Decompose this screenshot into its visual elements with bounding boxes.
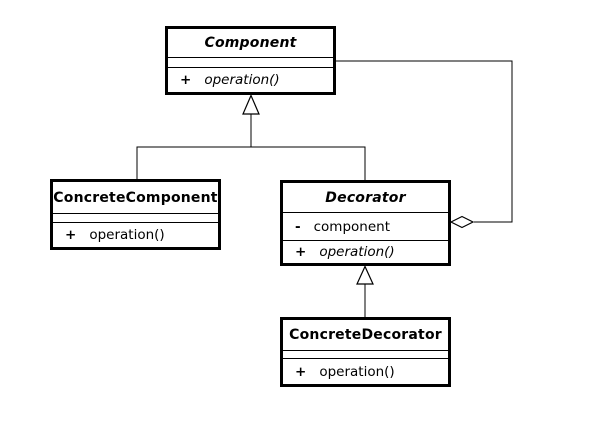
method-row: + operation() [53,222,218,247]
class-name: ConcreteComponent [53,189,218,206]
class-name: Component [204,35,297,51]
class-box-component: Component + operation() [165,26,336,95]
aggregation-diamond-icon [449,215,475,229]
visibility-marker: + [295,244,307,260]
attributes-row-empty [168,57,333,67]
method-row: + operation() [283,358,448,384]
visibility-marker: + [65,227,77,243]
visibility-marker: - [295,218,301,235]
method-label: operation() [204,72,280,88]
method-label: operation() [319,244,395,260]
method-row: + operation() [168,67,333,92]
class-name: ConcreteDecorator [289,327,442,343]
class-box-concrete-decorator: ConcreteDecorator + operation() [280,317,451,387]
attribute-row: - component [283,212,448,240]
visibility-marker: + [180,72,192,88]
attributes-row-empty [53,213,218,222]
class-box-concrete-component: ConcreteComponent + operation() [50,179,221,250]
inheritance-split-line [136,146,366,180]
method-row: + operation() [283,240,448,263]
generalization-arrow-icon-decorator [356,265,374,285]
method-label: operation() [89,227,165,243]
generalization-arrow-icon-component [242,93,260,115]
attribute-label: component [313,218,390,235]
visibility-marker: + [295,363,307,380]
attributes-row-empty [283,350,448,358]
method-label: operation() [319,363,395,380]
aggregation-line [336,60,513,223]
class-box-decorator: Decorator - component + operation() [280,180,451,266]
class-name: Decorator [325,189,406,206]
